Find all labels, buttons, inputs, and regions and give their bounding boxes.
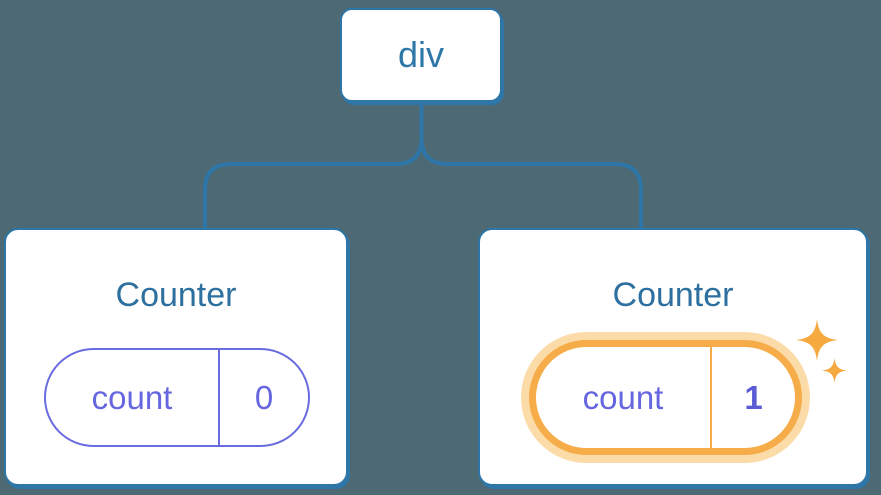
state-value: 1	[744, 378, 763, 416]
sparkle-icon-small	[822, 358, 847, 383]
component-title: Counter	[612, 276, 734, 314]
state-key-label: count	[46, 350, 220, 445]
state-pill-highlighted: count 1	[529, 340, 802, 455]
connector-right-branch	[419, 102, 643, 230]
state-value: 0	[254, 378, 274, 416]
state-pill: count 0	[44, 348, 310, 447]
component-title: Counter	[115, 276, 237, 314]
component-card-counter-1: Counter count 1	[478, 228, 868, 486]
tree-node-div-label: div	[397, 34, 445, 75]
sparkle-icon-large	[796, 319, 838, 361]
state-key-label: count	[536, 347, 712, 448]
connector-left-branch	[203, 102, 424, 230]
tree-node-div: div	[340, 8, 502, 102]
component-card-counter-0: Counter count 0	[4, 228, 348, 486]
